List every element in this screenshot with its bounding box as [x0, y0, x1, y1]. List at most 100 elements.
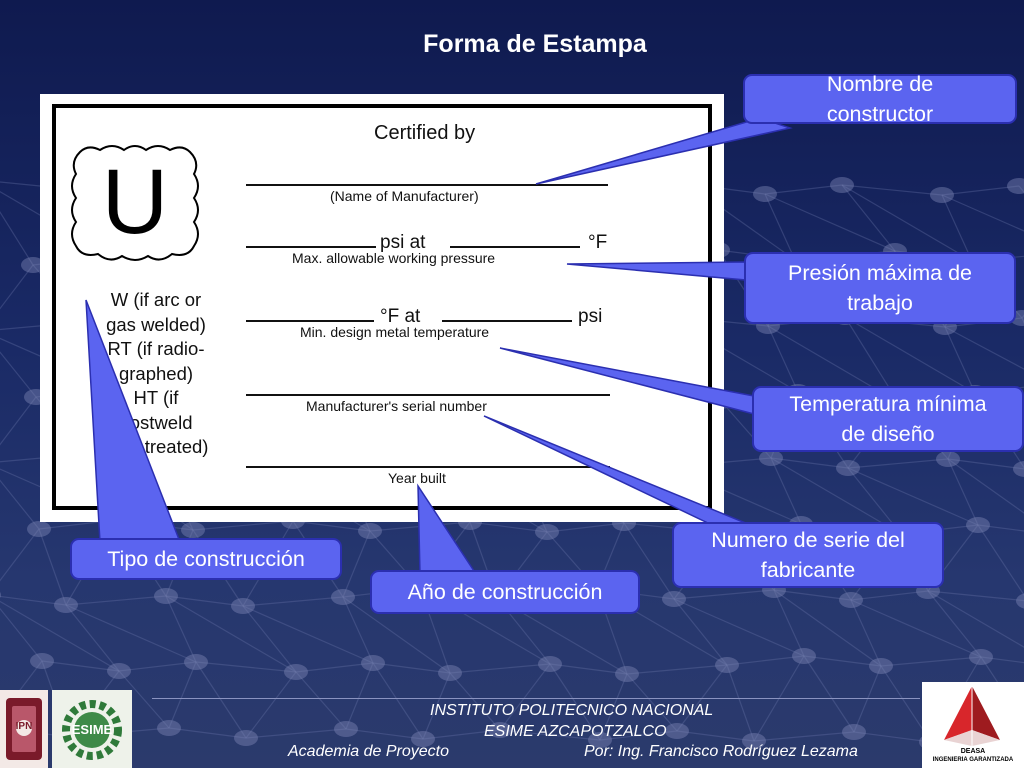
network-link [941, 194, 1024, 232]
network-link [245, 671, 297, 739]
network-node [154, 588, 178, 604]
network-link [0, 607, 43, 662]
network-node [715, 657, 739, 673]
network-node [234, 730, 258, 746]
callout-manufacturer-line: constructor [826, 102, 934, 126]
network-link [767, 325, 799, 393]
callout-pressure: Presión máxima de trabajo [744, 252, 1016, 324]
network-link [118, 661, 197, 672]
callout-pressure-line: trabajo [847, 291, 913, 315]
network-node [588, 732, 612, 748]
network-link [165, 595, 297, 673]
network-node [839, 592, 863, 608]
network-link [770, 457, 849, 469]
stamp-form-border: Certified by U (Name of Manufacturer) ps… [52, 104, 712, 510]
callout-serial-line: Numero de serie del [711, 528, 905, 552]
certified-by-label: Certified by [374, 122, 476, 144]
network-node [665, 723, 689, 739]
network-link [0, 600, 120, 672]
network-link [770, 457, 902, 535]
footer-author: Por: Ing. Francisco Rodríguez Lezama [584, 743, 858, 760]
network-link [0, 264, 34, 310]
network-link [803, 655, 882, 667]
network-link [118, 670, 170, 729]
network-link [941, 185, 1020, 196]
network-link [944, 326, 976, 394]
network-link [549, 663, 601, 741]
network-link [546, 522, 625, 533]
network-link [342, 596, 451, 674]
network-node [662, 591, 686, 607]
network-node [361, 655, 385, 671]
pointer-manufacturer [535, 117, 793, 185]
network-link [165, 595, 244, 607]
network-link [65, 604, 197, 663]
network-link [841, 184, 973, 262]
temp-unit: °F at [380, 306, 421, 327]
network-link [342, 596, 374, 664]
name-caption: (Name of Manufacturer) [330, 188, 479, 204]
u-stamp-shape-icon [71, 145, 199, 261]
pointer-pressure [566, 261, 747, 281]
network-link [853, 731, 932, 743]
network-link [850, 599, 882, 667]
pointer-temperature [499, 347, 755, 415]
network-link [764, 193, 796, 261]
network-link [372, 662, 424, 740]
network-link [980, 656, 1024, 664]
callout-temperature-line: Temperatura mínima [789, 392, 987, 416]
network-link [927, 590, 1024, 602]
network-link [345, 728, 424, 740]
network-link [0, 528, 40, 582]
network-link [168, 661, 197, 729]
network-link [753, 731, 855, 742]
u-stamp-symbol: U [68, 142, 202, 264]
network-node [742, 733, 766, 749]
network-link [853, 665, 882, 733]
network-link [673, 598, 728, 666]
network-link [242, 605, 297, 673]
network-link [422, 729, 501, 740]
temp-line-2 [442, 320, 572, 322]
pointer-serial [483, 415, 749, 525]
callout-serial: Numero de serie del fabricante [672, 522, 944, 588]
network-link [422, 672, 451, 740]
network-link [850, 599, 982, 658]
weld-line: graphed) [118, 362, 194, 384]
network-node [231, 598, 255, 614]
network-link [847, 458, 949, 469]
network-node [438, 665, 462, 681]
network-link [844, 316, 976, 394]
network-node [331, 589, 355, 605]
callout-year: Año de construcción [370, 570, 640, 614]
network-node [615, 666, 639, 682]
network-link [944, 326, 1024, 370]
network-node [54, 597, 78, 613]
serial-line [246, 394, 610, 396]
weld-line: gas welded) [106, 313, 206, 335]
network-link [499, 663, 551, 731]
network-link [977, 524, 1024, 597]
network-link [65, 604, 120, 672]
year-caption: Year built [388, 470, 446, 486]
network-link [599, 673, 628, 741]
temp-line-1 [246, 320, 374, 322]
network-link [168, 727, 247, 739]
network-link [773, 589, 852, 601]
network-link [673, 589, 775, 600]
network-link [803, 655, 855, 733]
weld-line: HT (if [133, 387, 179, 408]
ipn-logo-text: IPN [15, 721, 33, 732]
network-link [770, 457, 802, 525]
callout-construction-type: Tipo de construcción [70, 538, 342, 580]
network-link [947, 458, 1024, 514]
weld-type-list: W (if arc or gas welded) RT (if radio- g… [56, 288, 256, 460]
network-node [969, 649, 993, 665]
network-link [927, 590, 982, 658]
year-line [246, 466, 610, 468]
network-link [0, 479, 40, 530]
network-node [334, 721, 358, 737]
network-link [549, 663, 628, 675]
deasa-logo: DEASA INGENIERIA GARANTIZADA [922, 682, 1024, 768]
